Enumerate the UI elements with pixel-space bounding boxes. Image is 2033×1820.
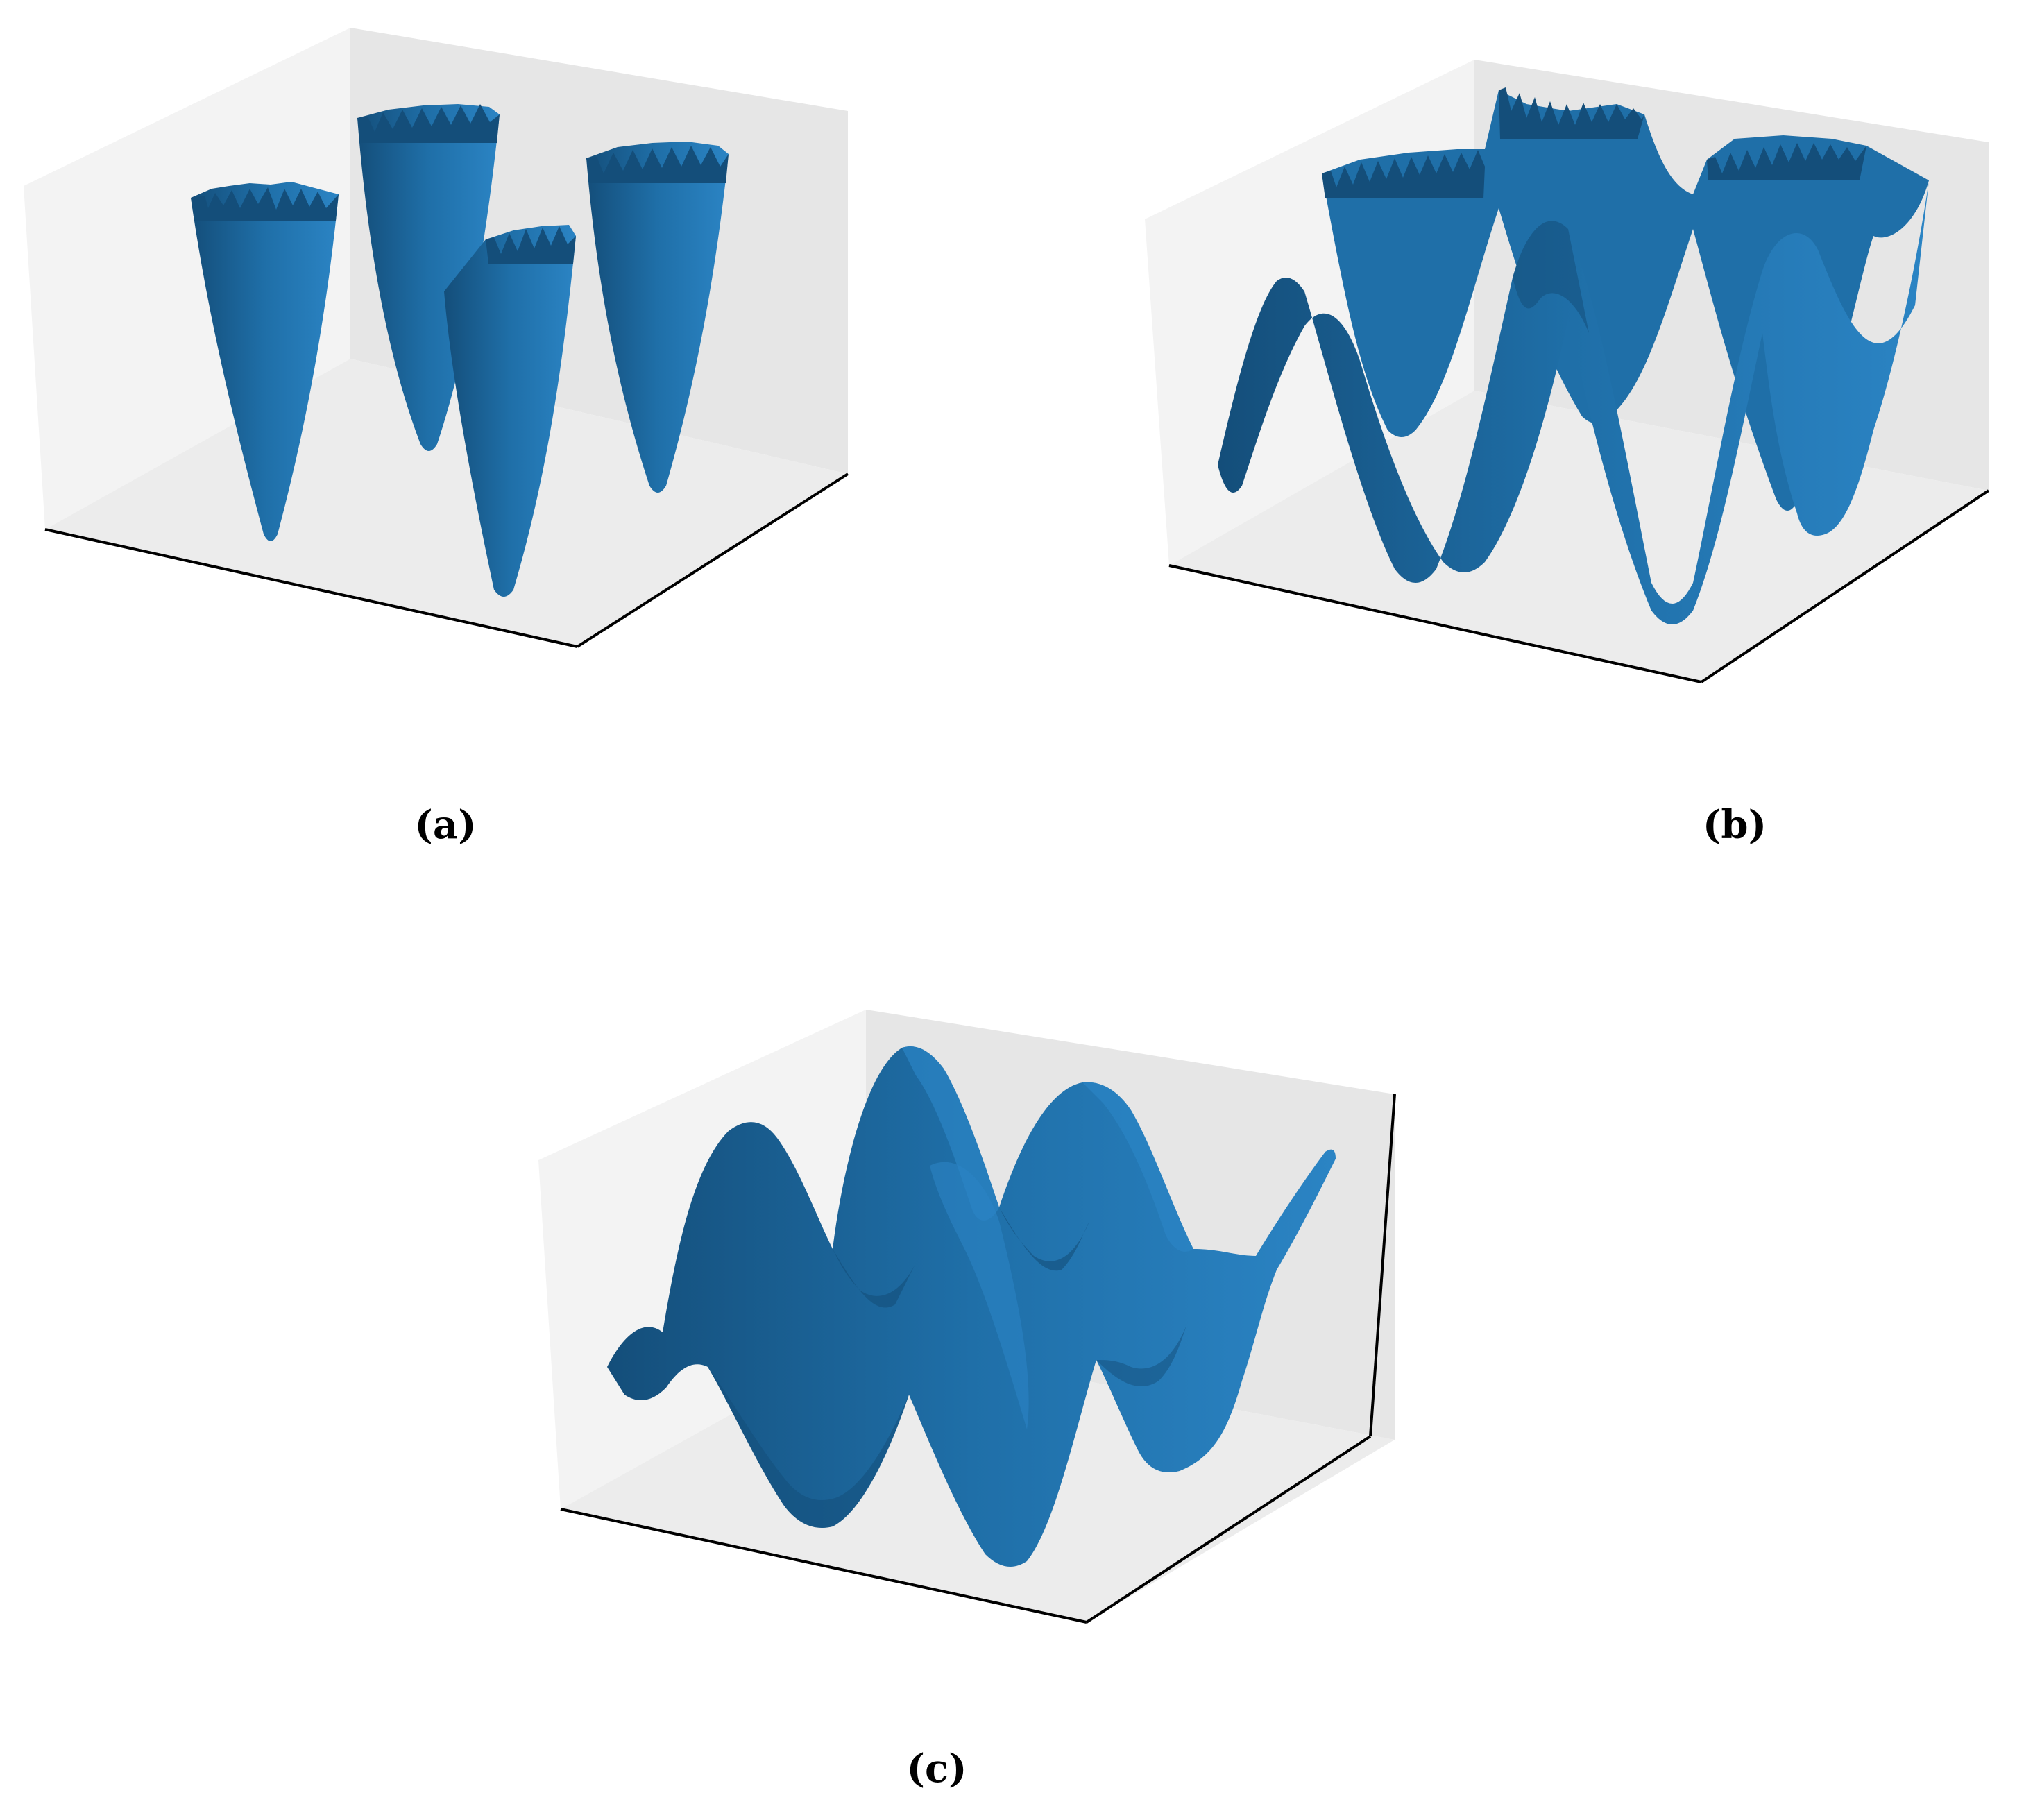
panel-b-surface-back-rim-2 xyxy=(1499,87,1644,139)
panel-a-well-4-rim xyxy=(486,226,576,264)
panel-a-axis-x xyxy=(44,528,578,648)
panel-b xyxy=(1145,60,1990,683)
panel-c xyxy=(538,1010,1396,1624)
panel-c-axis-y xyxy=(1085,1435,1372,1624)
panel-a xyxy=(24,28,849,648)
panel-b-axis-x xyxy=(1168,564,1702,683)
panel-a-well-1 xyxy=(191,182,339,541)
panel-c-trough-shadow-3 xyxy=(1096,1325,1186,1387)
panel-a-well-2 xyxy=(357,104,500,451)
panel-a-axis-y xyxy=(576,473,849,648)
panel-a-caption: (a) xyxy=(414,802,476,848)
panel-b-surface-back-rim-3 xyxy=(1707,143,1866,180)
panel-c-ridge-3 xyxy=(930,1162,1029,1429)
panel-b-surface-front xyxy=(1218,180,1929,624)
panel-c-trough-shadow-1 xyxy=(833,1249,916,1308)
panel-a-well-3 xyxy=(586,142,729,493)
panel-b-axis-y xyxy=(1700,489,1990,683)
panel-c-front-lip xyxy=(708,1367,909,1528)
panel-c-caption: (c) xyxy=(906,1746,967,1792)
panel-a-well-3-rim xyxy=(586,146,729,183)
panel-b-surface-back-rim xyxy=(1322,150,1485,198)
panel-b-surface-shadow xyxy=(1513,221,1589,333)
panel-a-well-4 xyxy=(444,225,576,597)
panel-c-axis-x xyxy=(560,1508,1087,1624)
panel-a-well-1-rim xyxy=(191,187,339,221)
panel-b-caption: (b) xyxy=(1703,802,1767,848)
panel-c-ridge-1 xyxy=(902,1046,999,1221)
panel-c-axis-z xyxy=(1369,1094,1396,1437)
panel-a-well-2-rim xyxy=(357,104,500,143)
panel-c-ridge-2 xyxy=(1082,1082,1193,1252)
